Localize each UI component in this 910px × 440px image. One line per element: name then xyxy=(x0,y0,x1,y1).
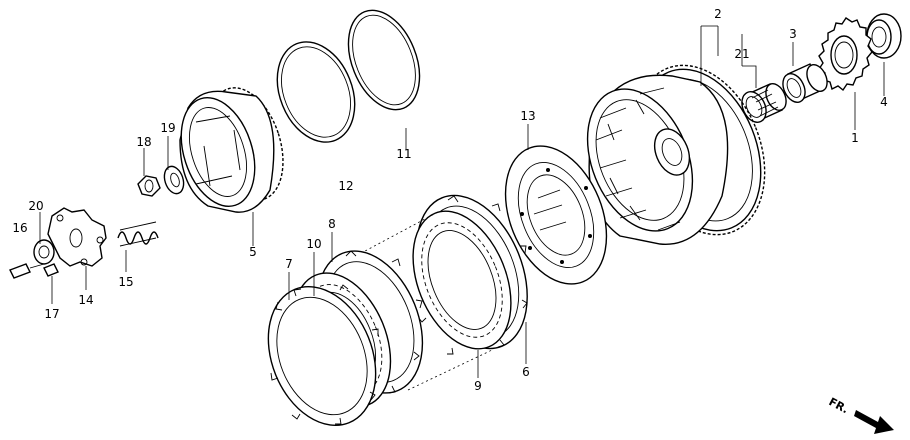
callout-18: 18 xyxy=(136,135,151,149)
part-11-o-ring xyxy=(347,9,421,111)
callout-7: 7 xyxy=(285,257,293,271)
callout-10: 10 xyxy=(306,237,321,251)
callout-labels: 2 21 3 4 1 13 11 12 5 8 10 7 9 6 19 18 1… xyxy=(12,7,887,393)
front-direction-indicator: FR. xyxy=(827,395,894,434)
callout-21: 21 xyxy=(734,47,749,61)
callout-15: 15 xyxy=(118,275,133,289)
callout-14: 14 xyxy=(78,293,93,307)
part-2-clutch-outer xyxy=(586,64,766,245)
callout-4: 4 xyxy=(880,95,888,109)
part-18-lock-nut xyxy=(137,175,161,197)
part-15-spring xyxy=(117,221,159,247)
callout-13: 13 xyxy=(520,109,535,123)
direction-arrow-icon xyxy=(854,410,894,434)
part-12-o-ring xyxy=(276,41,356,143)
part-4-collar xyxy=(866,13,902,59)
part-3-bushing xyxy=(782,63,828,103)
part-5-clutch-center xyxy=(179,87,284,213)
callout-12: 12 xyxy=(338,179,353,193)
callout-19: 19 xyxy=(160,121,175,135)
part-16-bearing xyxy=(33,239,55,265)
callout-20: 20 xyxy=(28,199,43,213)
callout-16: 16 xyxy=(12,221,27,235)
leader-lines xyxy=(39,25,885,378)
callout-2: 2 xyxy=(714,7,722,21)
part-7-clutch-plate xyxy=(267,284,379,427)
callout-1: 1 xyxy=(851,131,859,145)
callout-5: 5 xyxy=(249,245,257,259)
callout-11: 11 xyxy=(396,147,411,161)
callout-9: 9 xyxy=(474,379,482,393)
part-14-lifter-plate xyxy=(47,207,107,267)
callout-17: 17 xyxy=(44,307,59,321)
direction-label: FR. xyxy=(827,395,851,416)
part-19-washer xyxy=(163,165,185,195)
callout-3: 3 xyxy=(789,27,797,41)
callout-8: 8 xyxy=(328,217,336,231)
callout-6: 6 xyxy=(522,365,530,379)
part-1-sprocket xyxy=(818,17,873,92)
part-9-friction-disc xyxy=(412,210,512,350)
part-21-needle-bearing xyxy=(741,83,787,123)
part-13-plate xyxy=(504,145,608,285)
part-17-bolt xyxy=(9,263,59,279)
